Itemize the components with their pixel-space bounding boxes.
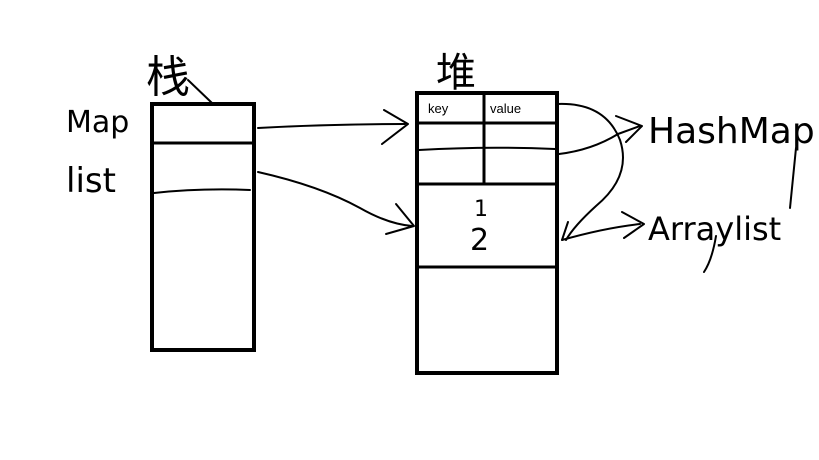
stack-var-list: list <box>66 161 116 201</box>
arrow-map-to-heap-head <box>381 109 409 145</box>
stack-var-map: Map <box>66 105 129 140</box>
arrow-list-to-heap-head <box>385 203 415 235</box>
label-hashmap: HashMap <box>648 111 815 152</box>
hashmap-underline-tail <box>789 147 797 209</box>
arrow-list-to-arraylist <box>561 223 641 241</box>
heap-number-2: 2 <box>470 223 489 258</box>
arrow-map-curve-loop <box>556 102 624 241</box>
heap-box <box>415 91 559 375</box>
stack-box <box>150 102 256 352</box>
arrow-hashmap-head <box>615 115 643 143</box>
arrow-map-to-heap <box>257 123 406 129</box>
stack-title: 栈 <box>146 52 190 103</box>
heap-header-value: value <box>490 101 521 116</box>
stack-row-divider-2 <box>153 188 251 194</box>
heap-title: 堆 <box>436 50 476 96</box>
arrow-list-to-heap <box>257 171 413 227</box>
heap-entry-divider <box>418 146 556 151</box>
arraylist-y-descender <box>703 235 717 273</box>
heap-number-1: 1 <box>474 197 488 222</box>
heap-header-key: key <box>428 101 449 116</box>
arrow-arraylist-head <box>621 211 645 239</box>
arrow-list-tick <box>561 221 569 241</box>
stack-title-tail-stroke <box>187 79 213 104</box>
